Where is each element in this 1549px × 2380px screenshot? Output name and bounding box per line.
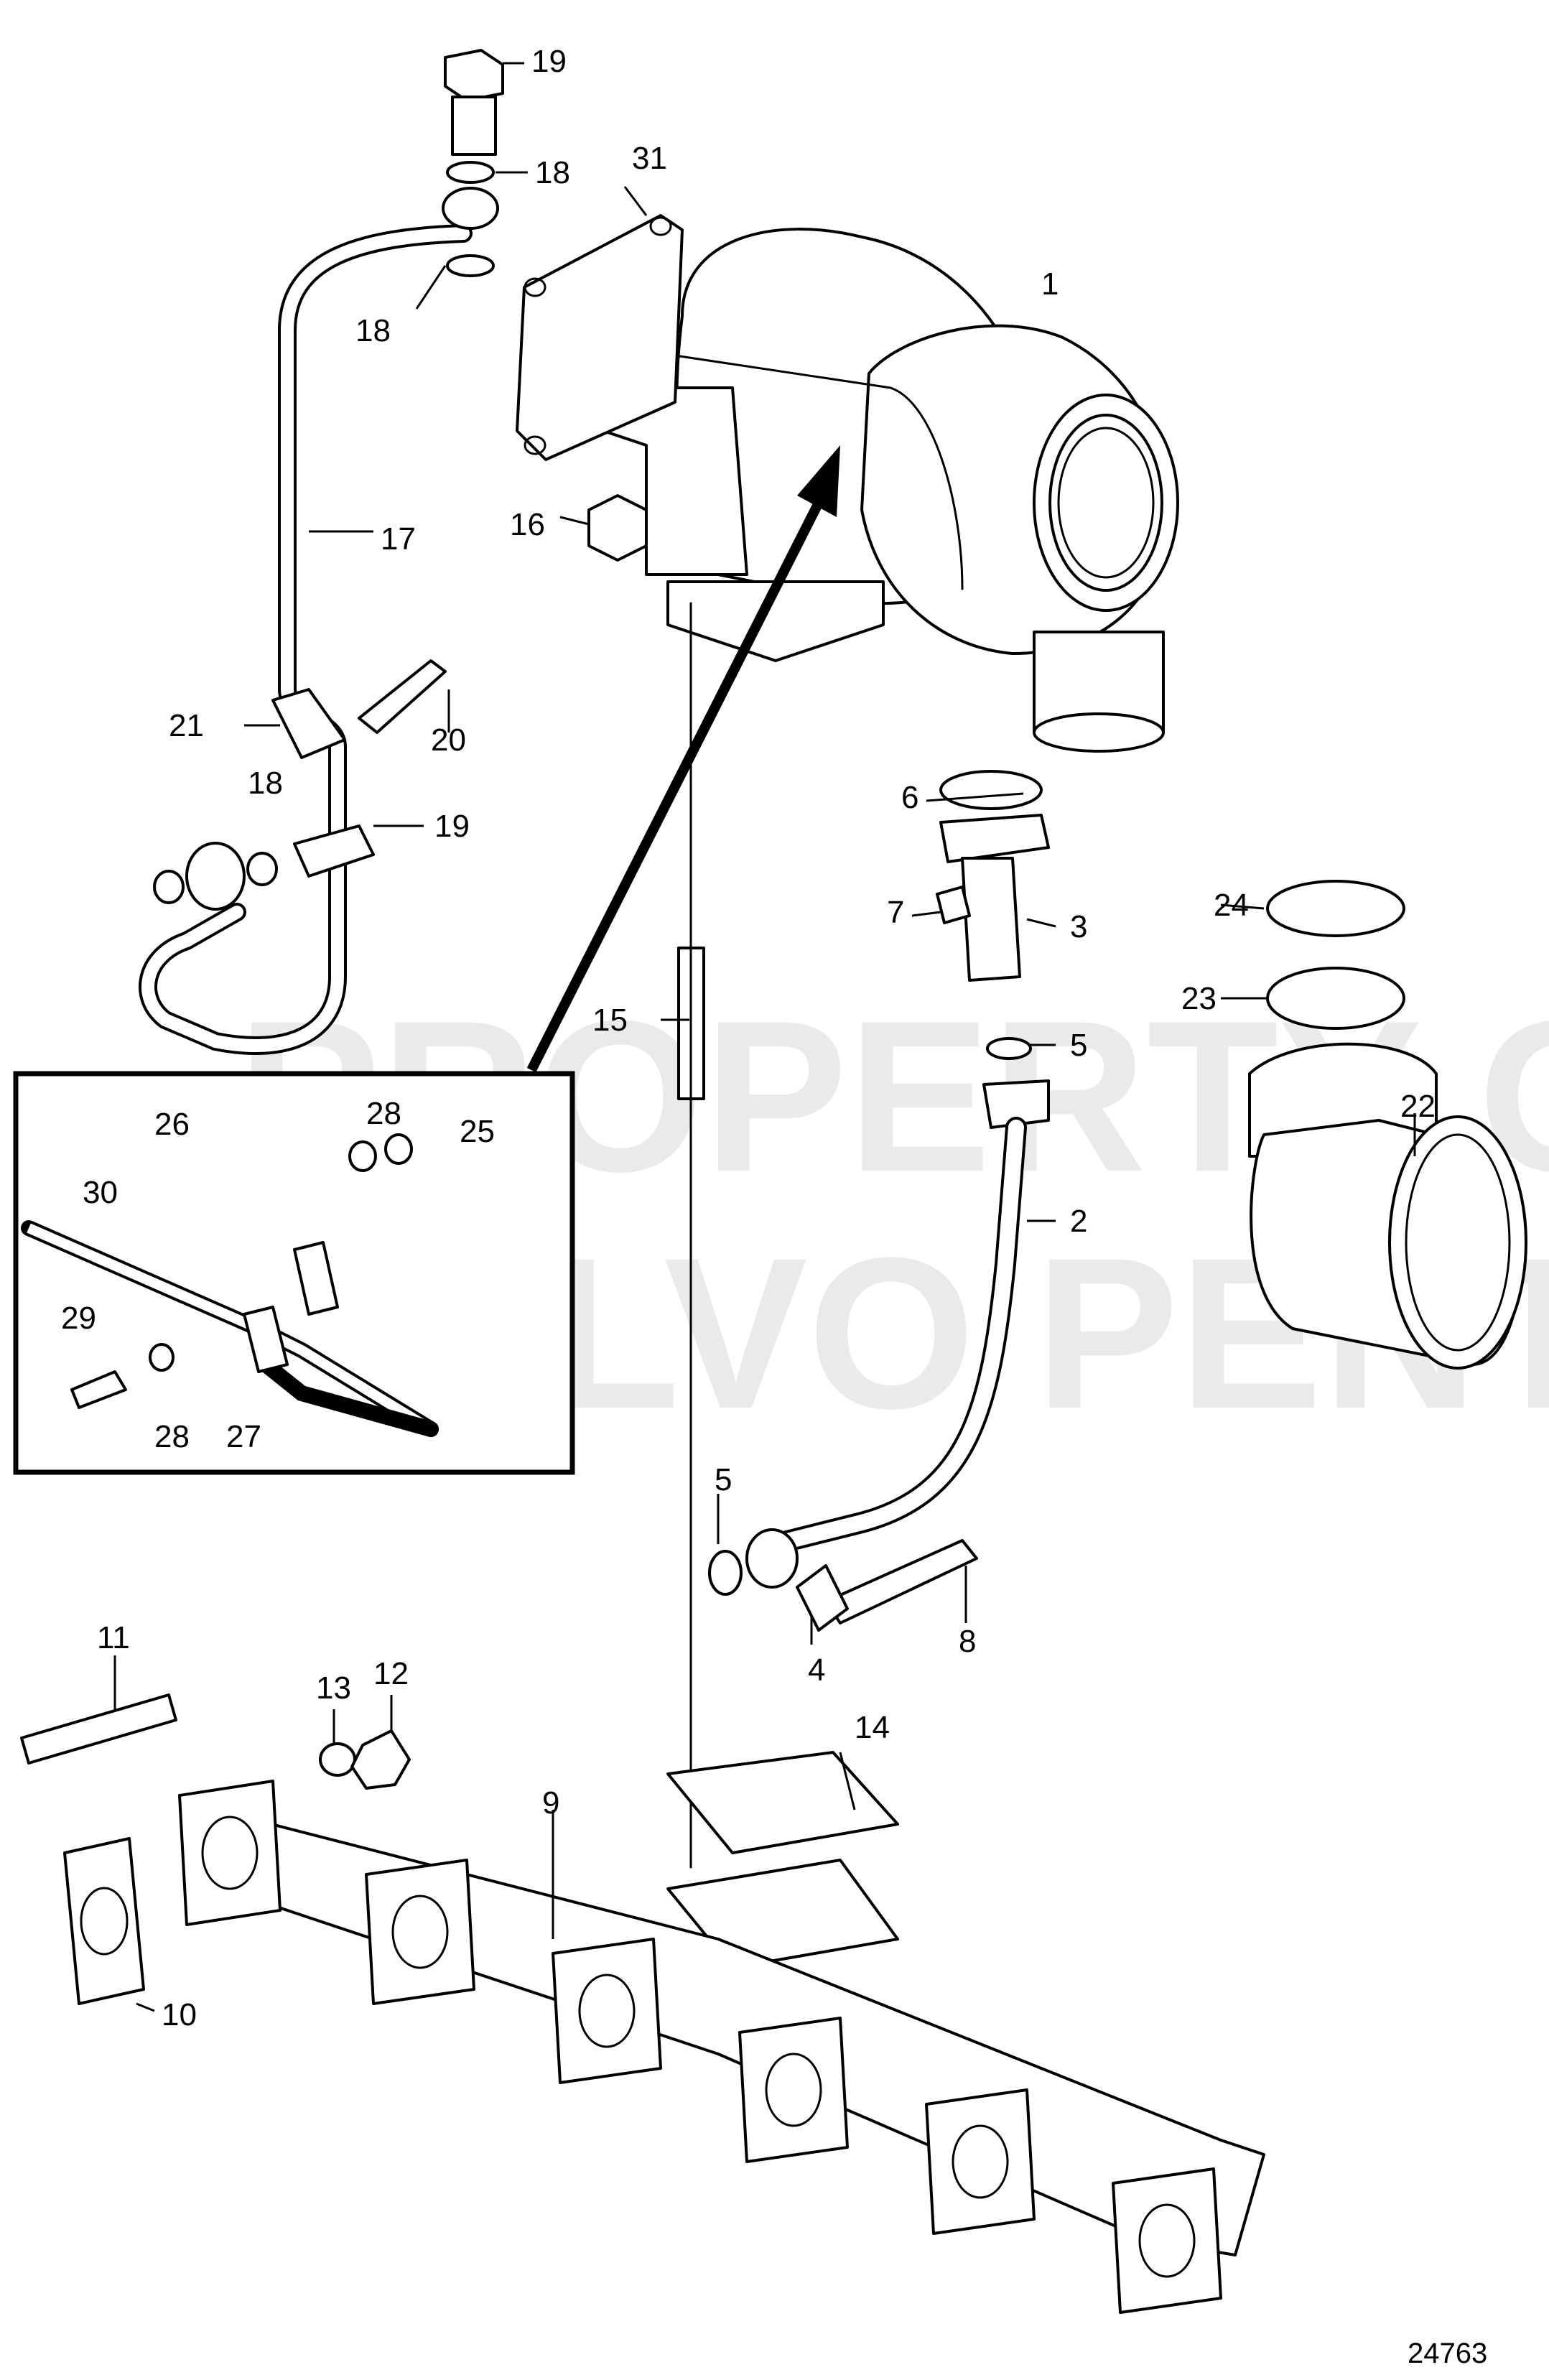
callout-29: 29	[61, 1301, 96, 1336]
callout-19-lower: 19	[434, 809, 470, 844]
callout-23: 23	[1181, 981, 1217, 1016]
callout-5-lower: 5	[715, 1462, 732, 1497]
document-number: 24763	[1408, 2338, 1487, 2369]
leader-lines	[113, 62, 1416, 2012]
callout-27: 27	[226, 1419, 261, 1454]
callout-3: 3	[1070, 909, 1087, 944]
detail-inset	[13, 1071, 575, 1475]
callout-13: 13	[316, 1670, 351, 1706]
callout-11: 11	[97, 1620, 130, 1655]
oil-delivery-pipe	[139, 49, 504, 1055]
callout-21: 21	[169, 708, 204, 743]
callout-19-top: 19	[531, 44, 567, 79]
callout-18-lower: 18	[248, 766, 283, 801]
callout-7: 7	[887, 895, 904, 930]
callout-26: 26	[154, 1107, 190, 1142]
callout-6: 6	[901, 780, 918, 815]
callout-24: 24	[1214, 888, 1249, 923]
callout-9: 9	[542, 1785, 559, 1821]
callout-18-top: 18	[535, 155, 570, 190]
detail-arrow	[526, 445, 840, 1073]
callout-1: 1	[1041, 266, 1059, 302]
nut-and-stud	[587, 494, 705, 1869]
callout-16: 16	[510, 507, 545, 542]
callout-5-upper: 5	[1070, 1028, 1087, 1063]
callout-15: 15	[592, 1003, 628, 1038]
callout-labels: 1 2 3 4 5 5 6 7 8 9 10 11 12 13 14 15 16…	[61, 44, 1436, 2032]
callout-2: 2	[1070, 1204, 1087, 1239]
callout-10: 10	[162, 1997, 197, 2032]
callout-22: 22	[1400, 1089, 1436, 1124]
callout-4: 4	[808, 1652, 825, 1688]
exhaust-manifold	[20, 1693, 1265, 2314]
callout-17: 17	[381, 521, 416, 557]
callout-28-upper: 28	[366, 1096, 401, 1131]
callout-8: 8	[959, 1624, 976, 1659]
callout-14: 14	[855, 1710, 890, 1745]
oil-return-pipes	[708, 770, 1050, 1632]
turbocharger	[516, 214, 1179, 753]
callout-18-mid: 18	[355, 313, 391, 348]
callout-28-lower: 28	[154, 1419, 190, 1454]
callout-25: 25	[460, 1114, 495, 1149]
callout-20: 20	[431, 722, 466, 758]
callout-12: 12	[373, 1656, 409, 1691]
callout-30: 30	[83, 1175, 118, 1210]
exhaust-adapter	[1248, 880, 1527, 1370]
callout-31: 31	[632, 141, 667, 176]
